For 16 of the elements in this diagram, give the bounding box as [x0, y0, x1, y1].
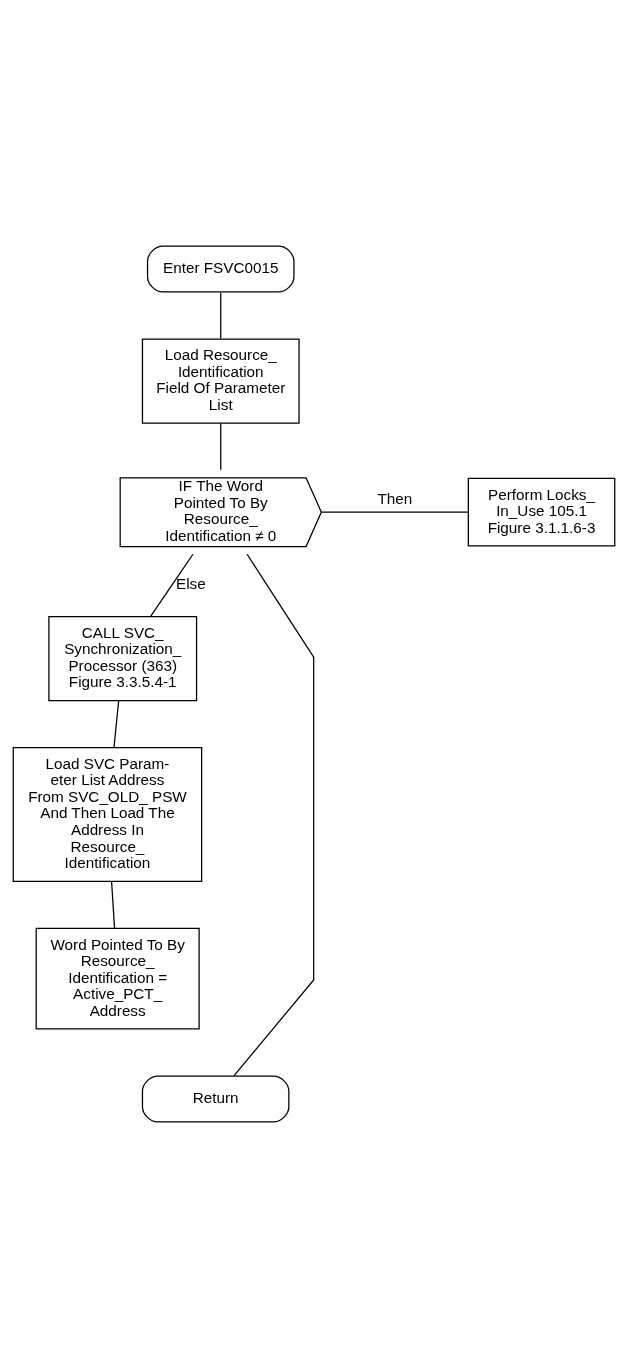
node-box: CALL SVC_ Synchronization_ Processor (363) Figure 3.3.5.4-1 — [48, 615, 198, 702]
node-box: Load Resource_ Identification Field Of Parameter List — [141, 338, 300, 424]
node-box: Return — [141, 1075, 290, 1123]
connector — [110, 880, 116, 929]
connector — [320, 511, 469, 513]
connector — [220, 291, 222, 340]
connector — [150, 553, 194, 617]
edge-label: Else — [175, 575, 206, 593]
connector — [233, 553, 315, 1077]
node-box: Perform Locks_ In_Use 105.1 Figure 3.1.1.6-3 — [467, 477, 616, 547]
node-box: Load SVC Param- eter List Address From SVC_OLD_ PSW And Then Load The Address In Resource_ Identification — [12, 747, 203, 882]
connector — [220, 422, 222, 471]
node-box: Enter FSVC0015 — [146, 245, 295, 293]
connector — [113, 700, 120, 748]
edge-label: Then — [377, 490, 413, 507]
node-box: Word Pointed To By Resource_ Identification = Active_PCT_ Address — [35, 927, 200, 1030]
